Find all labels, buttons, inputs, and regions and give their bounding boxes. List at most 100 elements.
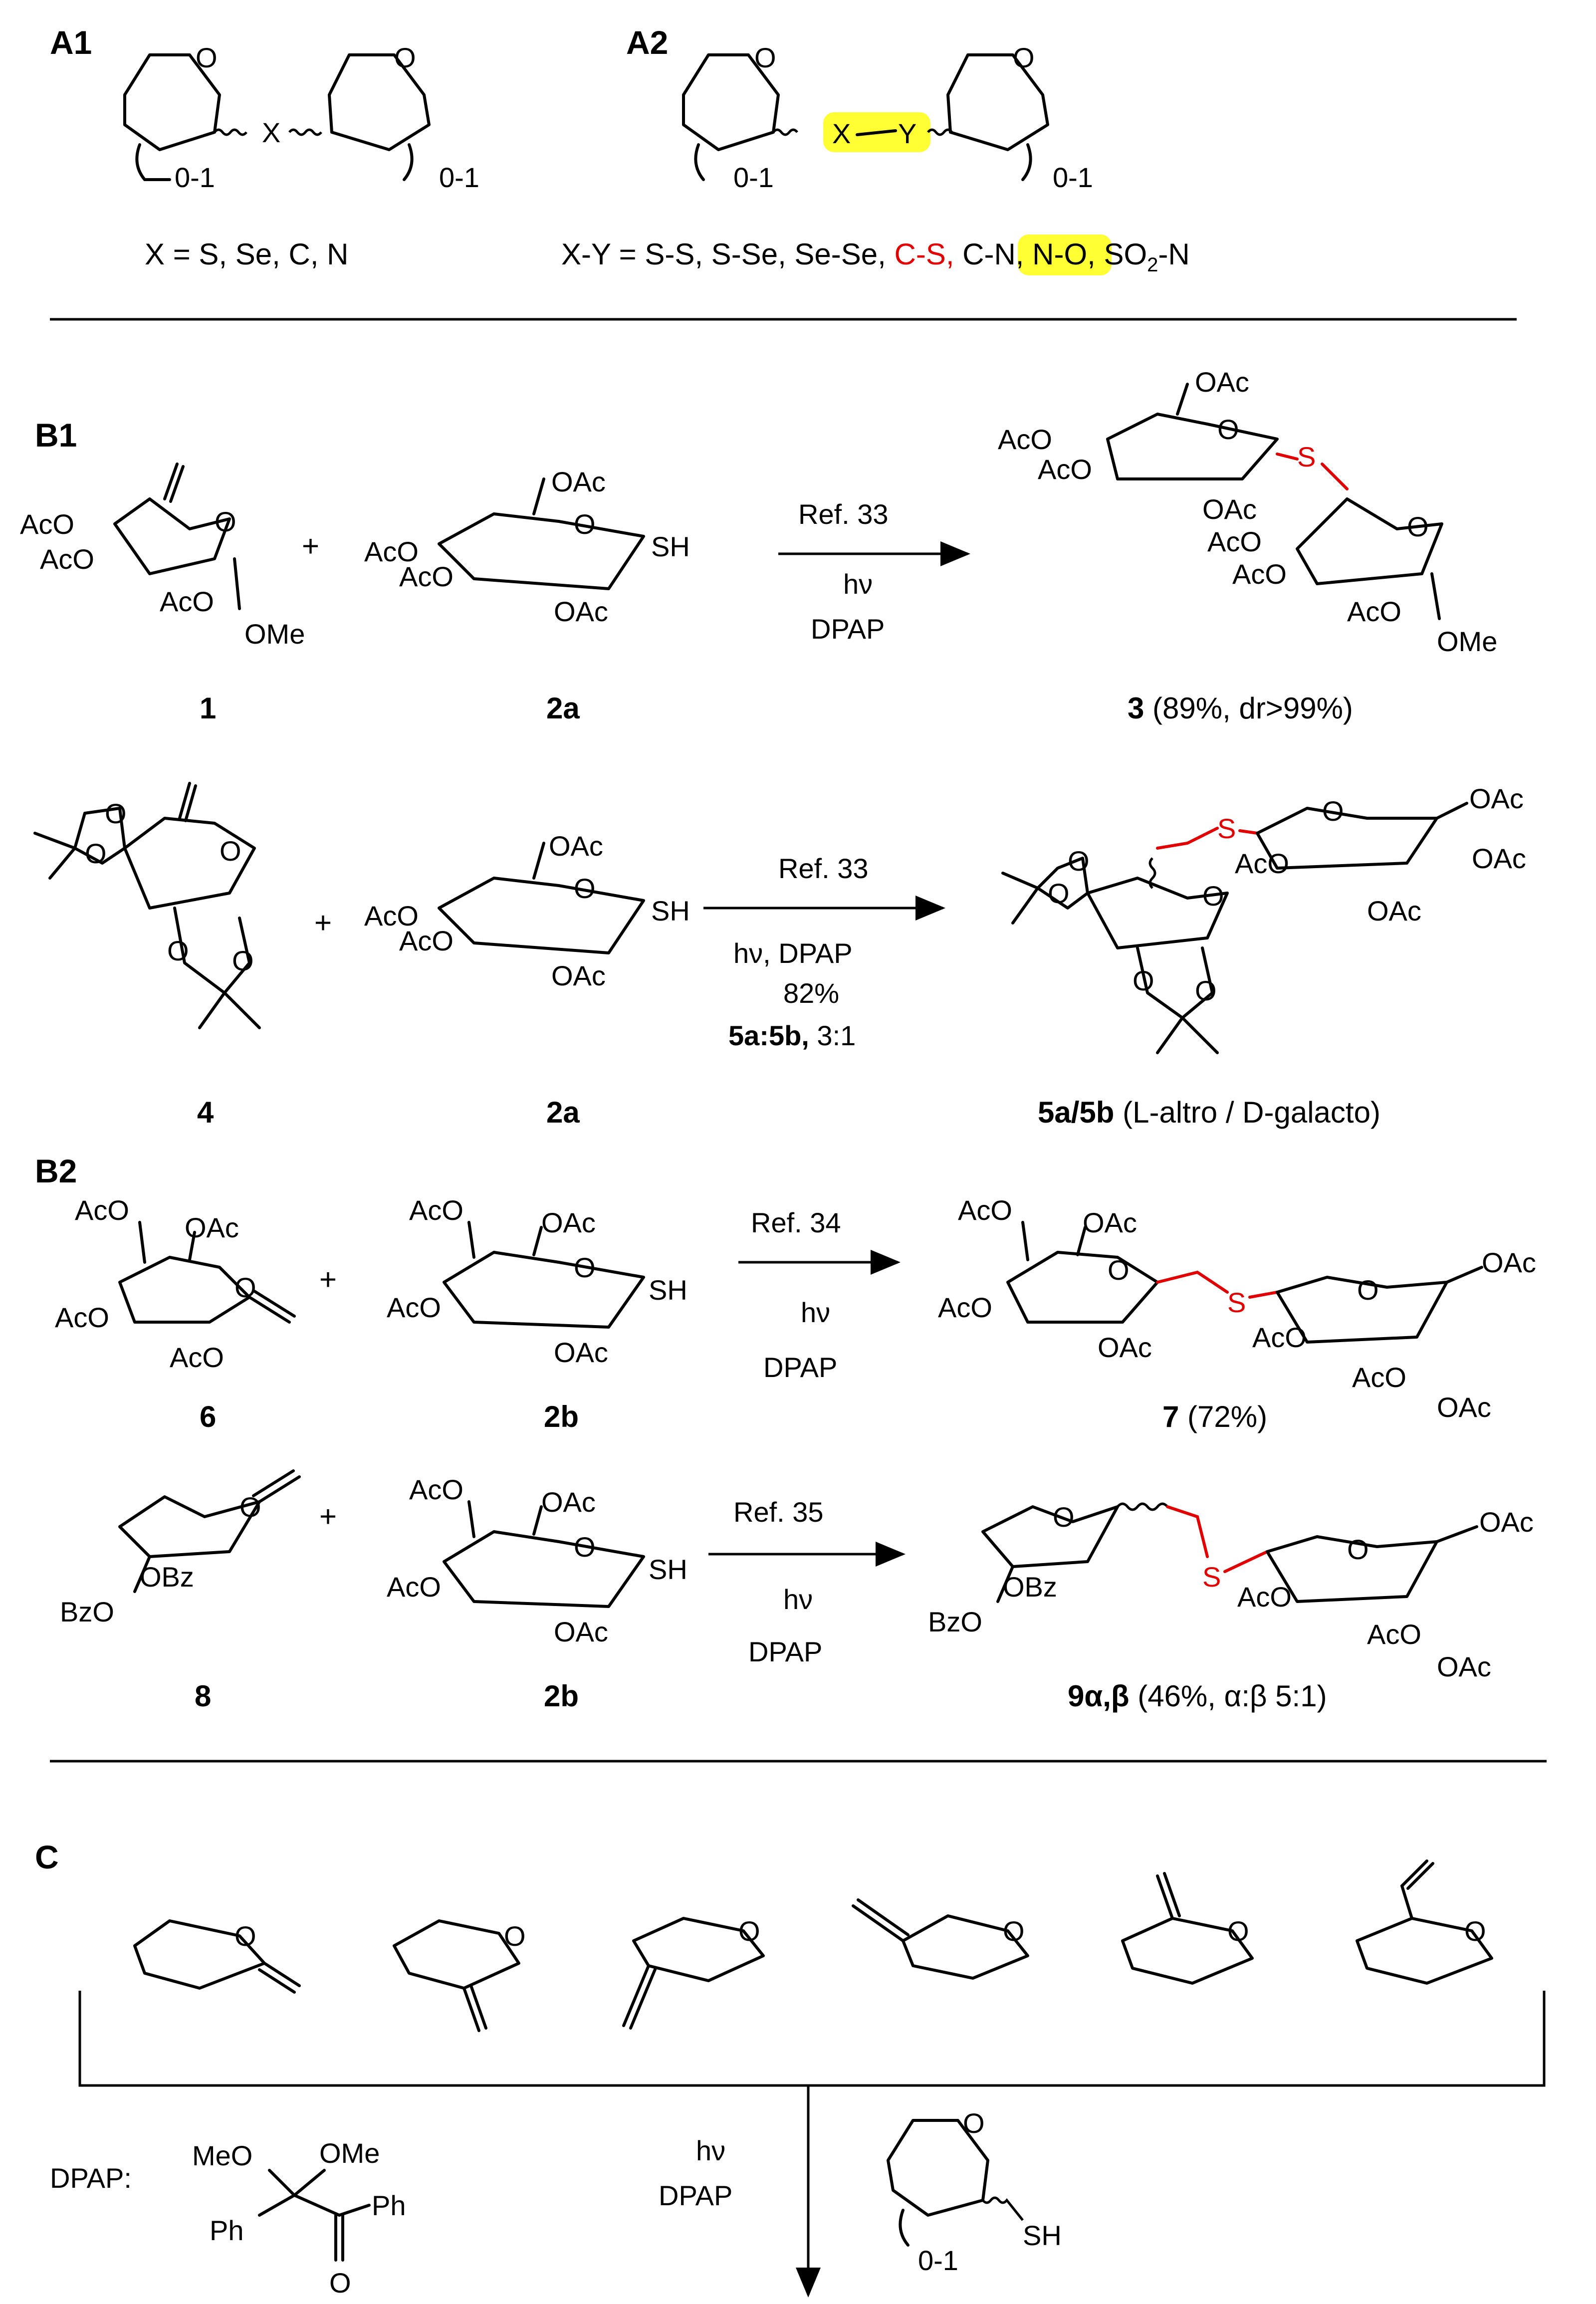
exo-glycal-1: O (133, 1919, 301, 1994)
condition-ref34: Ref. 34 (751, 1207, 841, 1238)
aco-group-label: AcO (998, 424, 1052, 455)
oac-group-label: OAc (1367, 895, 1421, 926)
oac-group-label: OAc (1472, 843, 1526, 874)
aco-group-label: AcO (75, 1194, 129, 1226)
exo-glycal-4: O (852, 1898, 1029, 1980)
sulfur-label: S (1227, 1287, 1246, 1318)
compound-2b-structure: AcO OAc O AcO OAc SH (387, 1474, 687, 1647)
obz-group-label: OBz (1003, 1571, 1057, 1603)
oac-group-label: OAc (554, 1616, 608, 1647)
aco-group-label: AcO (409, 1194, 463, 1226)
oxygen-label: O (232, 945, 254, 976)
aco-group-label: AcO (409, 1474, 463, 1505)
ring-oxygen-label: O (963, 2107, 985, 2139)
oxygen-label: O (1068, 845, 1090, 877)
condition-ref35: Ref. 35 (733, 1496, 824, 1528)
aco-group-label: AcO (1235, 848, 1289, 879)
oac-group-label: OAc (554, 1337, 608, 1368)
ring-oxygen-label: O (574, 508, 596, 540)
oac-group-label: OAc (1195, 366, 1249, 398)
oxygen-label: O (167, 935, 189, 966)
ring-oxygen-label: O (1322, 795, 1344, 827)
panel-label-c: C (35, 1839, 59, 1875)
sulfur-label: S (1202, 1561, 1221, 1593)
a1-linker-x: X (262, 117, 280, 148)
condition-hv: hν (843, 568, 873, 600)
ring-oxygen-label: O (196, 42, 218, 73)
ring-oxygen-label: O (215, 506, 236, 537)
ring-oxygen-label: O (1108, 1254, 1130, 1286)
sh-group-label: SH (651, 531, 690, 562)
compound-2b-structure: AcO OAc O AcO OAc SH (387, 1194, 687, 1368)
ome-group-label: OMe (244, 618, 305, 650)
ring-oxygen-label: O (239, 1491, 261, 1523)
ring-oxygen-label: O (394, 42, 416, 73)
compound-2a-label: 2a (546, 691, 580, 725)
condition-hv: hν (696, 2135, 725, 2166)
oxygen-label: O (105, 798, 127, 829)
bzo-group-label: BzO (928, 1606, 982, 1637)
oac-group-label: OAc (1437, 1391, 1491, 1423)
obz-group-label: OBz (140, 1561, 194, 1593)
compound-3-label: 3 (89%, dr>99%) (1128, 691, 1353, 725)
aco-group-label: AcO (55, 1302, 109, 1333)
compound-2a-label: 2a (546, 1096, 580, 1129)
compound-5-label: 5a/5b (L-altro / D-galacto) (1038, 1096, 1380, 1129)
panel-label-b2: B2 (35, 1152, 77, 1189)
condition-hv: hν (783, 1584, 813, 1615)
aco-group-label: AcO (20, 508, 74, 540)
panel-label-a1: A1 (50, 24, 92, 61)
meo-group-label: MeO (192, 2140, 252, 2171)
compound-8-structure: O BzO OBz (60, 1469, 301, 1627)
sh-group-label: SH (649, 1274, 687, 1306)
a1-left-ring: O 0-1 (123, 42, 247, 193)
oac-group-label: OAc (1437, 1651, 1491, 1682)
ring-oxygen-label: O (1202, 880, 1224, 912)
aco-group-label: AcO (958, 1194, 1012, 1226)
oac-group-label: OAc (1083, 1207, 1137, 1238)
compound-6-structure: AcO OAc O AcO AcO (55, 1194, 296, 1373)
bzo-group-label: BzO (60, 1596, 114, 1627)
aco-group-label: AcO (938, 1292, 992, 1323)
condition-dpap: DPAP (811, 613, 885, 645)
ring-oxygen-label: O (504, 1920, 526, 1952)
aco-group-label: AcO (1252, 1322, 1307, 1353)
a2-linker-y: Y (898, 118, 916, 149)
dpap-definition-label: DPAP: (50, 2162, 132, 2194)
compound-1-structure: O AcO AcO AcO OMe (20, 462, 305, 650)
ring-oxygen-label: O (1347, 1534, 1369, 1565)
compound-9-structure: O BzO OBz S O OAc AcO AcO OAc (928, 1501, 1534, 1682)
bracket-line (78, 1991, 1546, 2087)
oxygen-label: O (1195, 975, 1217, 1006)
aco-group-label: AcO (1232, 558, 1287, 590)
oac-group-label: OAc (1479, 1506, 1534, 1538)
oac-group-label: OAc (551, 960, 606, 991)
ring-oxygen-label: O (574, 1252, 596, 1283)
exo-glycal-5: O (1121, 1872, 1254, 1985)
ring-oxygen-label: O (1053, 1501, 1075, 1533)
a1-right-ring: O 0-1 (288, 42, 479, 193)
compound-1-label: 1 (200, 691, 216, 725)
condition-hv: hν (801, 1297, 830, 1328)
aco-group-label: AcO (364, 536, 419, 567)
compound-4-structure: O O O O O (33, 782, 261, 1029)
oac-group-label: OAc (551, 466, 606, 497)
oac-group-label: OAc (541, 1486, 596, 1518)
dpap-structure: MeO OMe Ph Ph O (192, 2137, 406, 2299)
aco-group-label: AcO (1237, 1581, 1292, 1613)
compound-8-label: 8 (195, 1679, 211, 1713)
compound-2b-label: 2b (544, 1679, 579, 1713)
oac-group-label: OAc (1202, 493, 1257, 525)
ph-group-label: Ph (210, 2215, 244, 2246)
oac-group-label: OAc (549, 830, 603, 862)
sh-group-label: SH (649, 1554, 687, 1585)
a2-left-ring: O 0-1 (682, 42, 798, 193)
aco-group-label: AcO (1367, 1618, 1421, 1650)
compound-5-structure: O O O S O O O OAc OAc AcO OAc (1001, 783, 1526, 1054)
ring-oxygen-label: O (1003, 1915, 1025, 1947)
compound-4-label: 4 (197, 1096, 214, 1129)
ome-group-label: OMe (319, 2137, 380, 2169)
ph-group-label: Ph (372, 2190, 406, 2221)
ring-size-subscript: 0-1 (439, 162, 479, 193)
